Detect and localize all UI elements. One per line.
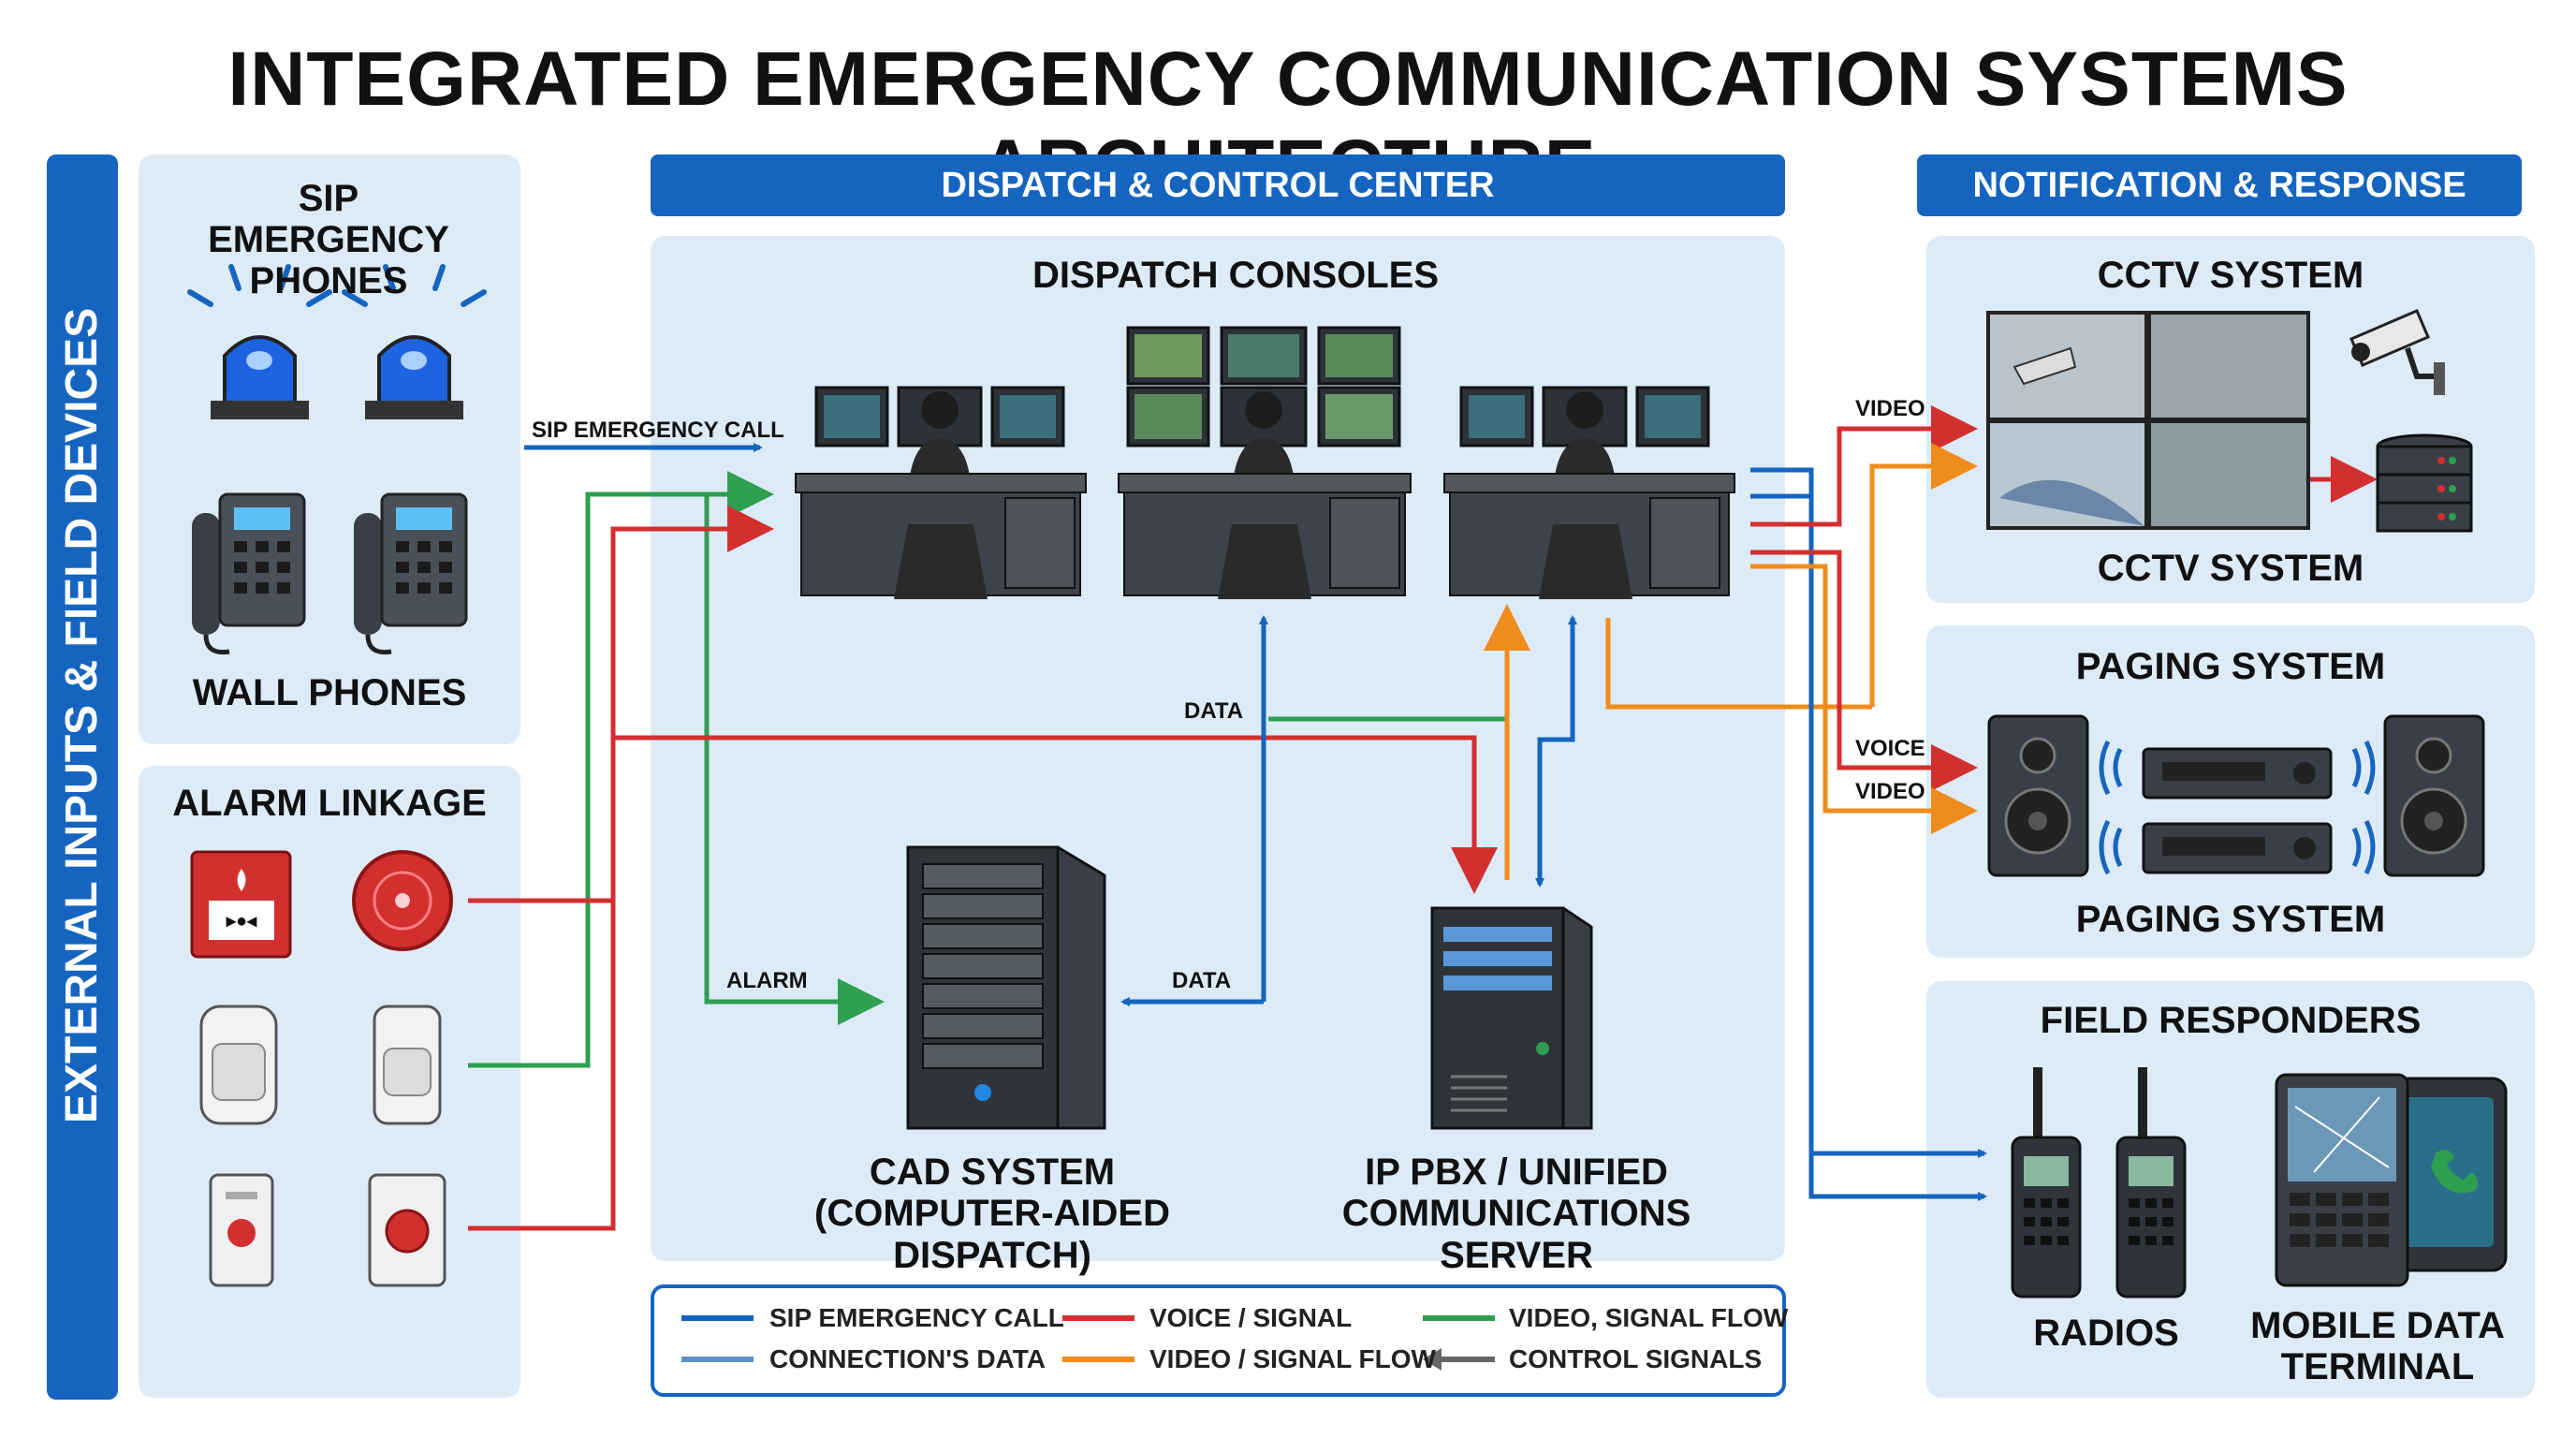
cctv-title: CCTV SYSTEM [2097,255,2364,296]
out-orange-1 [1750,564,1978,834]
legend-swatch-control [1423,1348,1495,1371]
panic-button-icon [209,1173,274,1287]
pbx-orange-right-line [1605,618,1872,710]
legend-item-sip: SIP EMERGENCY CALL [769,1303,1064,1332]
external-inputs-band [47,154,118,1400]
amplifier-icon [2142,822,2333,874]
red-data-line [613,735,1498,894]
legend-item-voice: VOICE / SIGNAL [1149,1303,1353,1332]
green-alarm-cad-line [704,494,885,1025]
sip-call-flow-label: SIP EMERGENCY CALL [532,418,784,443]
cad-server-icon [906,845,1106,1130]
data-flow-label: DATA [1184,698,1244,724]
mobile-data-terminal-icon [2275,1073,2508,1287]
paging-voice-flow-label: VOICE [1855,736,1925,761]
alarm-flow-label: ALARM [726,968,808,993]
beacon-icon [342,264,487,419]
amplifier-icon [2142,747,2333,800]
legend-item-video-orange: VIDEO / SIGNAL FLOW [1149,1344,1436,1373]
wall-phones-label: WALL PHONES [192,672,467,713]
cad-label-line1: CAD SYSTEM [869,1152,1116,1193]
legend [651,1284,1786,1397]
pbx-label-line2: COMMUNICATIONS SERVER [1341,1193,1691,1276]
alarm-linkage-label: ALARM LINKAGE [172,783,487,824]
out-orange-2 [1869,443,1978,707]
sip-phones-label: SIP EMERGENCY PHONES [208,178,449,301]
paging-label: PAGING SYSTEM [2075,899,2386,940]
fire-bell-icon [352,850,453,951]
speaker-icon [2383,714,2485,877]
sound-wave-icon [2099,740,2376,875]
cad-data-flow-label: DATA [1172,968,1232,993]
red-alarm-bottom-line [468,901,616,1231]
dispatch-console-icon [1118,326,1412,599]
wall-phone-icon [192,492,306,655]
mdt-label-line2: TERMINAL [2280,1346,2475,1387]
dispatch-consoles-label: DISPATCH CONSOLES [1032,255,1440,296]
manual-call-point-icon: ▸●◂ [190,850,292,959]
motion-detector-icon [199,1005,278,1125]
out-red-2 [1750,550,1978,791]
wall-phone-icon [354,492,468,655]
beacon-icon [187,264,332,419]
out-blue-2 [1750,493,1987,1201]
storage-server-icon [2376,433,2473,533]
svg-text:▸●◂: ▸●◂ [226,911,257,932]
mdt-label-line1: MOBILE DATA [2250,1305,2505,1346]
motion-detector-icon [373,1005,442,1125]
legend-item-control: CONTROL SIGNALS [1509,1344,1763,1373]
paging-video-flow-label: VIDEO [1855,779,1925,804]
field-responders-title: FIELD RESPONDERS [2040,1000,2422,1041]
legend-item-connection: CONNECTION'S DATA [769,1344,1046,1373]
cctv-monitor-wall-icon [1986,311,2310,530]
speaker-icon [1987,714,2089,877]
radio-icon [2115,1067,2187,1299]
pbx-server-icon [1430,906,1593,1130]
cctv-label: CCTV SYSTEM [2097,548,2364,589]
red-alarm-line [468,506,774,903]
cctv-camera-icon [2349,309,2445,395]
radio-icon [2011,1067,2082,1299]
panic-button-icon [368,1173,446,1287]
phones-panel [139,154,520,744]
dispatch-console-icon [795,386,1087,599]
connection-lines [468,405,2378,1231]
paging-title: PAGING SYSTEM [2075,646,2386,687]
pbx-label-line1: IP PBX / UNIFIED [1365,1152,1668,1193]
legend-item-video-green: VIDEO, SIGNAL FLOW [1509,1303,1789,1332]
dispatch-console-icon [1443,386,1735,599]
cctv-video-flow-label: VIDEO [1855,396,1925,421]
green-alarm-line [468,471,774,1068]
cad-label-line2: (COMPUTER-AIDED DISPATCH) [814,1193,1170,1276]
dispatch-header: DISPATCH & CONTROL CENTER [651,154,1785,216]
out-red-1 [1750,405,1978,527]
radios-label: RADIOS [2033,1313,2179,1354]
